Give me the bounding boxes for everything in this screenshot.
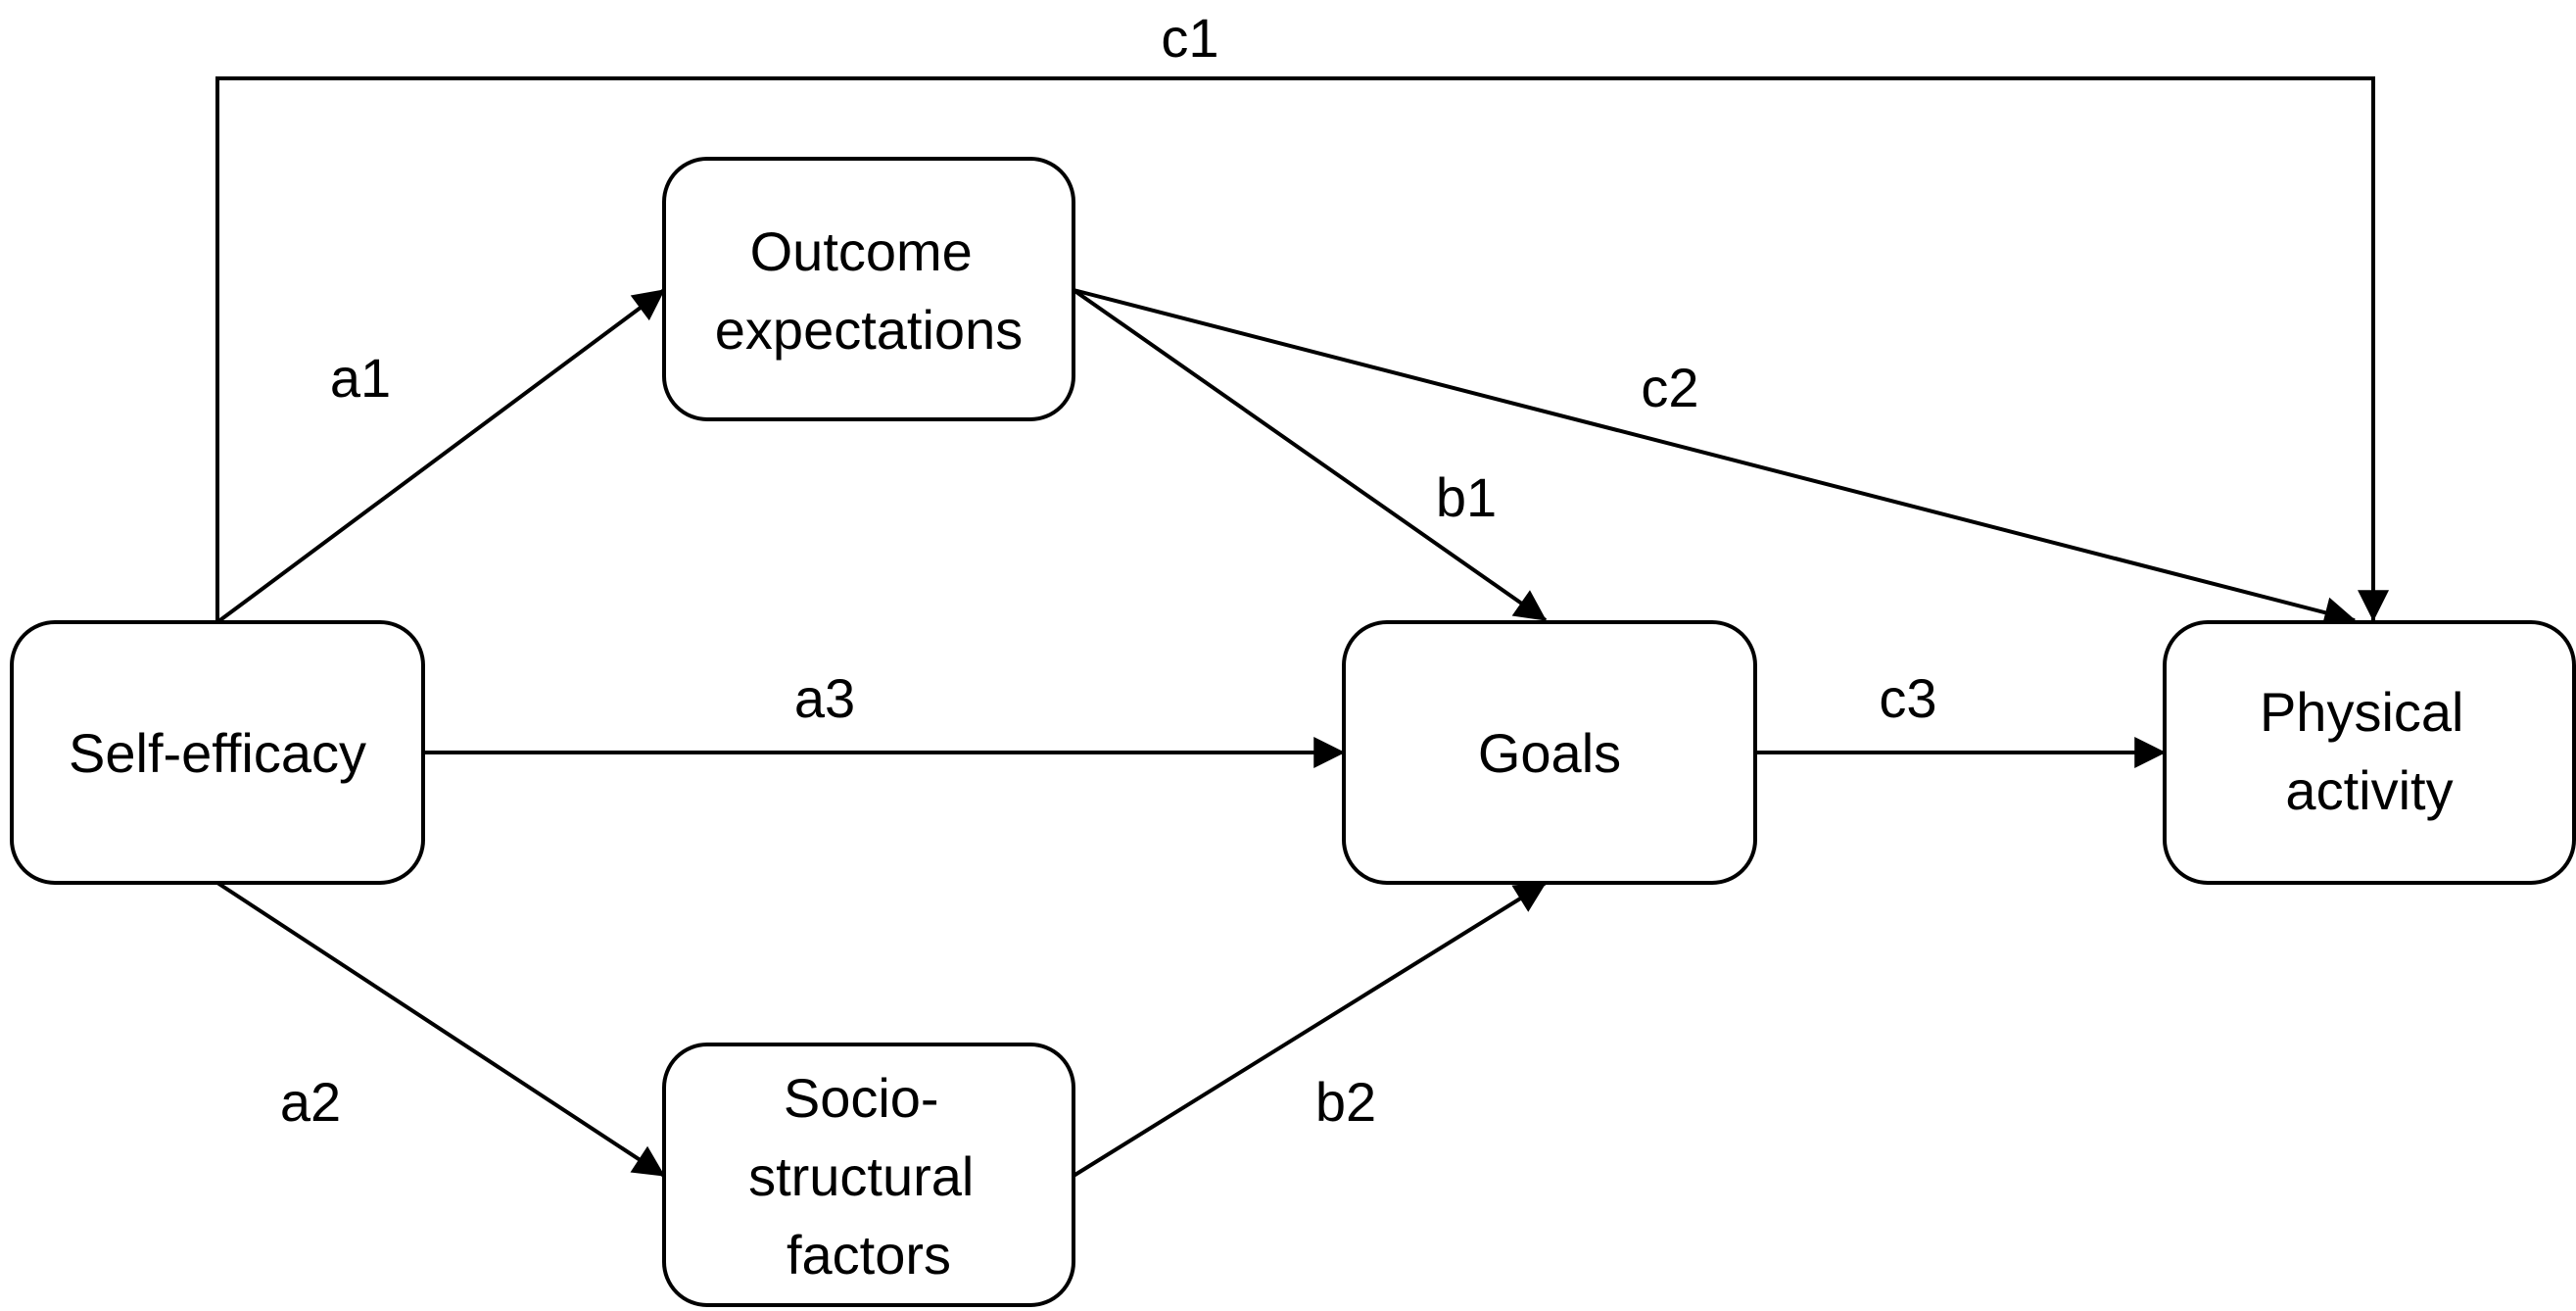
node-label: Self-efficacy [69, 722, 366, 784]
node-label-line: factors [787, 1224, 951, 1286]
svg-text:Outcome expectations: Outcome expectations [715, 220, 1023, 361]
edge-c1 [215, 76, 2390, 622]
svg-text:Goals: Goals [1478, 722, 1621, 784]
node-physical-activity: Physical activity [2163, 620, 2576, 885]
edge-a2 [215, 881, 666, 1178]
edge-label-c1: c1 [1161, 7, 1218, 69]
node-goals: Goals [1342, 620, 1757, 885]
node-sociostructural-factors: Socio- structural factors [662, 1043, 1075, 1307]
node-label-line: activity [2285, 759, 2453, 821]
edge-b1 [1072, 288, 1548, 622]
edge-a1 [215, 288, 666, 624]
node-label: Goals [1478, 722, 1621, 784]
node-outcome-expectations: Outcome expectations [662, 157, 1075, 421]
edge-b2 [1072, 881, 1548, 1178]
edge-c2 [1073, 288, 2357, 628]
node-label-line: Socio- [784, 1067, 939, 1129]
edge-label-b2: b2 [1315, 1071, 1376, 1133]
edge-label-c2: c2 [1641, 357, 1698, 418]
svg-text:Physical activity: Physical activity [2260, 681, 2479, 821]
edge-label-b1: b1 [1436, 466, 1497, 528]
svg-text:Self-efficacy: Self-efficacy [69, 722, 366, 784]
edge-label-c3: c3 [1879, 667, 1936, 729]
edge-label-a2: a2 [280, 1071, 341, 1133]
node-label-line: Outcome [750, 220, 973, 282]
edge-label-a3: a3 [794, 667, 855, 729]
node-label-line: structural [748, 1145, 974, 1207]
node-label-line: expectations [715, 299, 1023, 361]
svg-text:Socio- structural: Socio- structural factors [748, 1067, 989, 1286]
node-self-efficacy: Self-efficacy [10, 620, 425, 885]
node-label-line: Physical [2260, 681, 2464, 743]
edge-label-a1: a1 [330, 347, 391, 409]
